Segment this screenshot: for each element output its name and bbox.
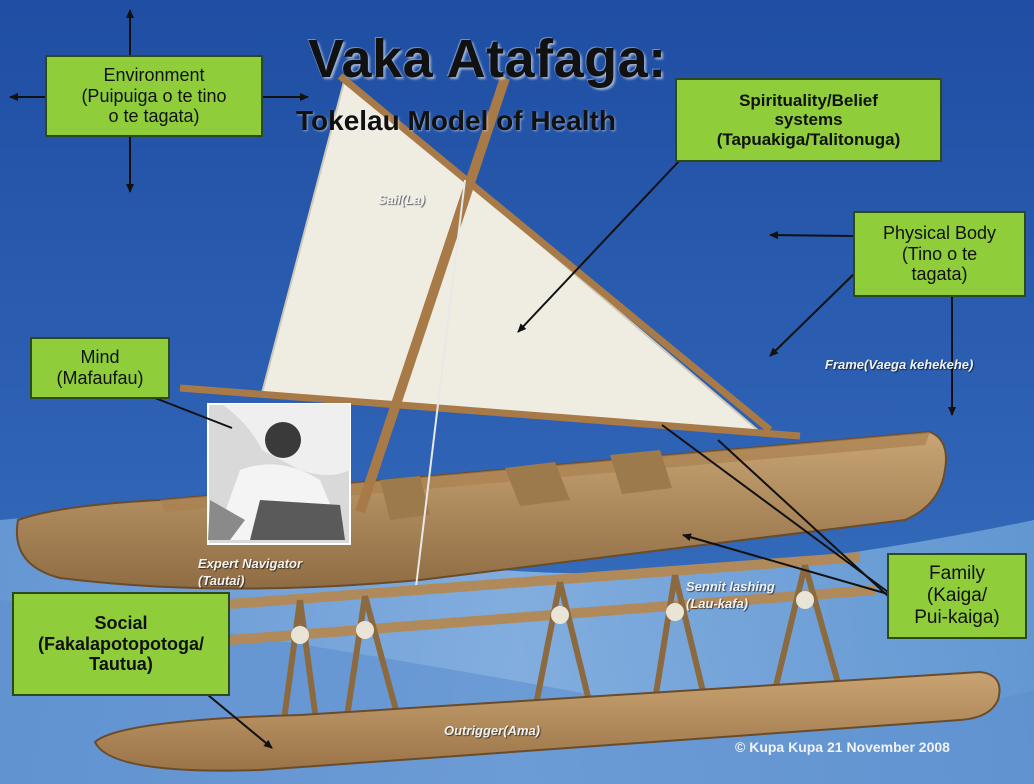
family-line-2: (Kaiga/ (889, 585, 1025, 607)
navigator-label-line-2: (Tautai) (198, 573, 302, 590)
spirituality-box: Spirituality/Belief systems (Tapuakiga/T… (675, 78, 942, 162)
family-box: Family (Kaiga/ Pui-kaiga) (887, 553, 1027, 639)
family-line-3: Pui-kaiga) (889, 607, 1025, 629)
environment-line-2: (Puipuiga o te tino (47, 86, 261, 107)
main-title: Vaka Atafaga: (308, 28, 667, 90)
physical-body-box: Physical Body (Tino o te tagata) (853, 211, 1026, 297)
frame-label: Frame(Vaega kehekehe) (825, 357, 973, 372)
spirituality-arrow (518, 160, 680, 332)
social-line-3: Tautua) (14, 654, 228, 675)
sail-label: Sail(La) (378, 192, 425, 207)
sennit-label-line-2: (Lau-kafa) (686, 596, 775, 613)
physical-line-1: Physical Body (855, 223, 1024, 244)
sennit-label: Sennit lashing (Lau-kafa) (686, 579, 775, 613)
spirituality-line-3: (Tapuakiga/Talitonuga) (677, 130, 940, 150)
environment-line-1: Environment (47, 65, 261, 86)
physical-line-3: tagata) (855, 264, 1024, 285)
physical-arrow-diagonal (770, 270, 858, 356)
physical-line-2: (Tino o te (855, 244, 1024, 265)
subtitle: Tokelau Model of Health (296, 105, 616, 137)
social-line-1: Social (14, 613, 228, 634)
sennit-label-line-1: Sennit lashing (686, 579, 775, 596)
family-line-1: Family (889, 563, 1025, 585)
social-line-2: (Fakalapotopotoga/ (14, 634, 228, 655)
navigator-label-line-1: Expert Navigator (198, 556, 302, 573)
spirituality-line-2: systems (677, 110, 940, 130)
environment-box: Environment (Puipuiga o te tino o te tag… (45, 55, 263, 137)
mind-box: Mind (Mafaufau) (30, 337, 170, 399)
copyright-notice: © Kupa Kupa 21 November 2008 (735, 739, 950, 755)
family-line-boom (662, 425, 888, 592)
environment-line-3: o te tagata) (47, 106, 261, 127)
social-arrow (208, 695, 272, 748)
mind-line-2: (Mafaufau) (32, 368, 168, 389)
social-box: Social (Fakalapotopotoga/ Tautua) (12, 592, 230, 696)
mind-line-1: Mind (32, 347, 168, 368)
outrigger-label: Outrigger(Ama) (444, 723, 540, 738)
spirituality-line-1: Spirituality/Belief (677, 91, 940, 111)
navigator-label: Expert Navigator (Tautai) (198, 556, 302, 590)
family-line-mast (718, 440, 888, 596)
physical-arrow-left (770, 235, 853, 236)
mind-arrow (155, 398, 232, 428)
